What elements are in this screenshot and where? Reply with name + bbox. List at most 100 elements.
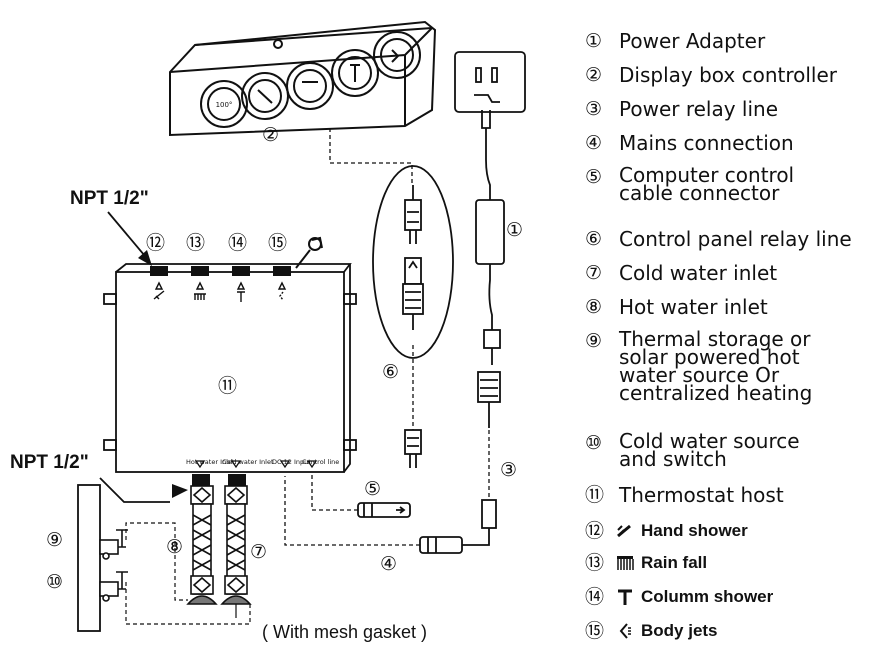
power-adapter [475,128,505,365]
marker-12: ⑫ [146,232,165,254]
relay-plug [450,499,497,546]
legend-text: Body jets [641,621,718,640]
legend-number: ⑨ [585,330,603,352]
cold-inlet-port [228,474,246,486]
computer-control-connector [357,502,411,518]
hot-water-inlet-label: Hot water Inlet [186,458,235,466]
inlet-arrows [194,460,318,469]
npt-bottom-callout: NPT 1/2" [10,452,89,473]
cold-supply-dashed-line [125,582,251,625]
legend-number: ④ [585,132,603,154]
marker-8: ⑧ [166,536,183,558]
relay-line-plug [404,429,422,468]
legend-text: Mains connection [619,131,794,155]
legend-text: Columm shower [641,587,774,606]
body-jets-icon [619,623,631,639]
legend-text: Thermal storage or solar powered hot wat… [619,327,813,405]
control-knob-rain [286,62,334,110]
hot-inlet-port [192,474,210,486]
wall-panel [77,484,101,632]
thermostat-host [103,263,357,473]
connector-female [402,257,424,330]
cold-water-hose [220,485,252,605]
marker-7: ⑦ [250,541,267,563]
connector-male [404,185,422,244]
hot-source-valve [99,529,128,560]
mesh-gasket-note: ( With mesh gasket ) [262,622,428,642]
legend-number: ⑭ [585,586,605,608]
outlet-icons [153,281,287,302]
legend-number: ⑦ [585,262,603,284]
legend-text: Cold water inlet [619,261,778,285]
legend-number: ⑩ [585,432,603,454]
hand-shower-icon [617,524,631,538]
connector-detail-ellipse [372,165,454,359]
cold-source-valve [99,571,128,602]
marker-11: ⑪ [218,375,237,397]
display-box-controller: 100° [169,20,437,137]
legend-text: Power relay line [619,97,779,121]
outlet-port-hand [150,266,168,276]
legend-number: ② [585,64,603,86]
marker-2: ② [262,124,279,146]
legend-text: Control panel relay line [619,227,852,251]
legend-text: Hand shower [641,521,748,540]
outlet-port-body [273,266,291,276]
npt-bottom-arrow [99,477,170,503]
control-line-label: Control line [302,458,339,466]
marker-1: ① [506,219,523,241]
marker-10: ⑩ [46,571,63,593]
legend-text: Hot water inlet [619,295,768,319]
dc-input-label: DC 12 Input [272,458,311,466]
legend-text: Thermostat host [619,483,784,507]
marker-5: ⑤ [364,478,381,500]
control-knob-column [331,49,379,97]
marker-3: ③ [500,459,517,481]
legend-text: Cold water source and switch [619,429,800,471]
legend-number: ⑥ [585,228,603,250]
display-readout: 100° [216,101,233,109]
legend-number: ⑫ [585,520,605,542]
mains-connection-line [284,476,420,546]
legend-text: Rain fall [641,553,708,572]
column-shower-icon [618,589,632,605]
outlet-ports [150,266,291,276]
marker-9: ⑨ [46,529,63,551]
marker-13: ⑬ [186,232,205,254]
legend-text: Power Adapter [619,29,766,53]
wrench-icon [295,236,323,269]
power-relay-connector [477,371,501,428]
legend-number: ⑤ [585,166,603,188]
legend-number: ③ [585,98,603,120]
legend-number: ① [585,30,603,52]
legend-number: ⑧ [585,296,603,318]
legend-number: ⑬ [585,552,605,574]
hot-supply-dashed-line [125,522,188,601]
marker-6: ⑥ [382,361,399,383]
rain-fall-icon [617,556,634,570]
hot-water-hose [186,485,218,605]
display-cable [329,128,413,185]
mains-connection-plug [419,536,463,554]
outlet-port-column [232,266,250,276]
legend-number: ⑮ [585,620,605,642]
marker-14: ⑭ [228,232,247,254]
marker-15: ⑮ [268,232,287,254]
control-knob-body [373,31,421,79]
marker-4: ④ [380,553,397,575]
outlet-port-rain [191,266,209,276]
display-knob: 100° [200,80,248,128]
legend-text: Display box controller [619,63,837,87]
control-knob-hand [241,72,289,120]
diagram-markers: ① ② ③ ④ ⑤ ⑥ ⑦ ⑧ ⑨ ⑩ ⑪ ⑫ ⑬ ⑭ ⑮ [46,124,523,593]
npt-top-arrowhead [138,250,152,266]
cold-water-inlet-label: Cold water Inlet [222,458,274,466]
npt-top-callout: NPT 1/2" [70,188,149,209]
computer-control-cable [311,475,358,511]
legend-text: Computer control cable connector [619,163,795,205]
wall-socket [454,51,526,129]
legend-number: ⑪ [585,484,605,506]
npt-bottom-arrowhead [172,484,188,498]
inlet-port-labels: Hot water Inlet Cold water Inlet DC 12 I… [186,458,339,466]
